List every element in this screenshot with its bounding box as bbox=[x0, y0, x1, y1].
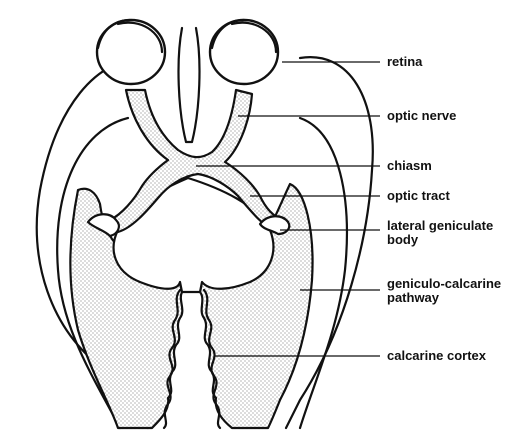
label-calcarine-cortex: calcarine cortex bbox=[387, 348, 487, 363]
label-gc-line1: geniculo-calcarine bbox=[387, 276, 501, 291]
label-lgb-line1: lateral geniculate bbox=[387, 218, 493, 233]
label-chiasm: chiasm bbox=[387, 158, 432, 173]
label-optic-nerve: optic nerve bbox=[387, 108, 456, 123]
label-lgb-line2: body bbox=[387, 232, 419, 247]
label-gc-line2: pathway bbox=[387, 290, 440, 305]
label-retina: retina bbox=[387, 54, 423, 69]
left-eye bbox=[97, 20, 165, 84]
midline-fissure bbox=[179, 28, 200, 142]
label-optic-tract: optic tract bbox=[387, 188, 451, 203]
right-eye bbox=[210, 20, 278, 84]
